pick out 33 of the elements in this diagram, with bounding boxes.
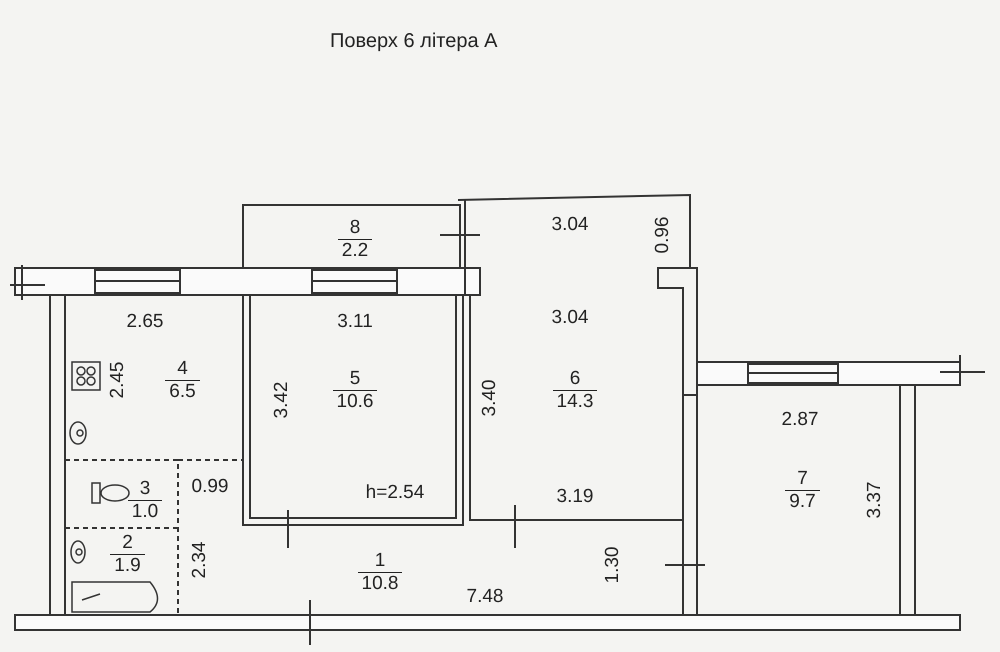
dimension-label: 2.87	[782, 409, 818, 431]
room-area: 2.2	[338, 239, 372, 262]
room-number: 1	[374, 550, 386, 572]
room-number: 4	[177, 358, 188, 380]
room-area: 1.0	[128, 500, 162, 522]
dimension-label: 0.96	[652, 216, 674, 254]
dimension-label: 7.48	[466, 586, 504, 608]
room-number: 5	[350, 368, 360, 390]
room-number: 8	[350, 217, 360, 239]
dimension-label: 3.19	[556, 486, 594, 508]
dimension-label: 2.34	[189, 542, 211, 578]
floor-title: Поверх 6 літера А	[330, 30, 498, 53]
ceiling-height: h=2.54	[366, 482, 424, 504]
dimension-label: 3.04	[552, 307, 588, 329]
room-area: 10.6	[332, 390, 378, 412]
room-number: 2	[122, 532, 133, 554]
dimension-label: 0.99	[192, 476, 228, 498]
dimension-label: 3.42	[271, 382, 293, 418]
room-area: 6.5	[165, 380, 200, 402]
room-area: 14.3	[552, 390, 598, 412]
dimension-label: 1.30	[602, 546, 624, 584]
dimension-label: 2.45	[107, 362, 129, 398]
dimension-label: 3.37	[864, 482, 886, 518]
dimension-label: 3.11	[337, 311, 373, 333]
dimension-label: 3.40	[479, 380, 501, 416]
room-number: 3	[140, 478, 150, 500]
room-area: 1.9	[110, 554, 145, 576]
room-number: 6	[570, 368, 580, 390]
dimension-label: 2.65	[126, 311, 164, 333]
room-area: 9.7	[785, 490, 820, 512]
room-number: 7	[797, 468, 808, 490]
dimension-label: 3.04	[552, 214, 588, 236]
room-area: 10.8	[358, 572, 402, 595]
